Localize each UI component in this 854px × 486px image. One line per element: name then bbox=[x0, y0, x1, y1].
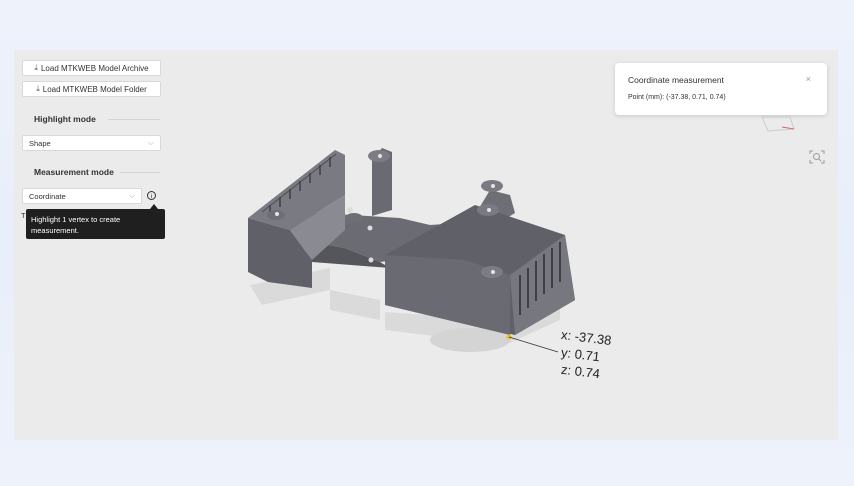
right-enclosure bbox=[385, 180, 575, 335]
close-icon[interactable]: × bbox=[805, 74, 811, 84]
tooltip-arrow bbox=[150, 204, 158, 209]
divider bbox=[120, 172, 160, 173]
load-archive-label: Load MTKWEB Model Archive bbox=[40, 63, 149, 73]
load-archive-button[interactable]: ⤓ Load MTKWEB Model Archive bbox=[22, 60, 161, 76]
info-icon[interactable]: i bbox=[147, 191, 156, 200]
hidden-option-label: T bbox=[21, 211, 26, 220]
zoom-fit-icon[interactable] bbox=[809, 150, 825, 164]
measurement-mode-value: Coordinate bbox=[29, 191, 66, 201]
highlight-mode-select[interactable]: Shape ⌵ bbox=[22, 135, 161, 151]
highlight-mode-value: Shape bbox=[29, 138, 51, 148]
measurement-result: Point (mm): (-37.38, 0.71, 0.74) bbox=[628, 94, 726, 101]
upload-icon: ⤓ bbox=[34, 63, 38, 72]
measurement-panel: Coordinate measurement × Point (mm): (-3… bbox=[615, 63, 827, 115]
info-tooltip: Highlight 1 vertex to create measurement… bbox=[26, 209, 165, 239]
panel-title: Coordinate measurement bbox=[628, 75, 724, 85]
load-folder-label: Load MTKWEB Model Folder bbox=[42, 84, 147, 94]
measurement-mode-title: Measurement mode bbox=[34, 167, 114, 177]
load-folder-button[interactable]: ⤓ Load MTKWEB Model Folder bbox=[22, 81, 161, 97]
divider bbox=[108, 119, 160, 120]
highlight-mode-title: Highlight mode bbox=[34, 114, 96, 124]
view-cube[interactable] bbox=[760, 115, 800, 135]
center-bracket bbox=[368, 148, 392, 216]
coordinate-leader bbox=[506, 334, 559, 353]
upload-icon: ⤓ bbox=[36, 84, 40, 93]
left-enclosure bbox=[248, 150, 363, 288]
measurement-mode-select[interactable]: Coordinate ⌵ bbox=[22, 188, 142, 204]
chevron-down-icon: ⌵ bbox=[128, 191, 135, 200]
chevron-down-icon: ⌵ bbox=[147, 138, 154, 147]
